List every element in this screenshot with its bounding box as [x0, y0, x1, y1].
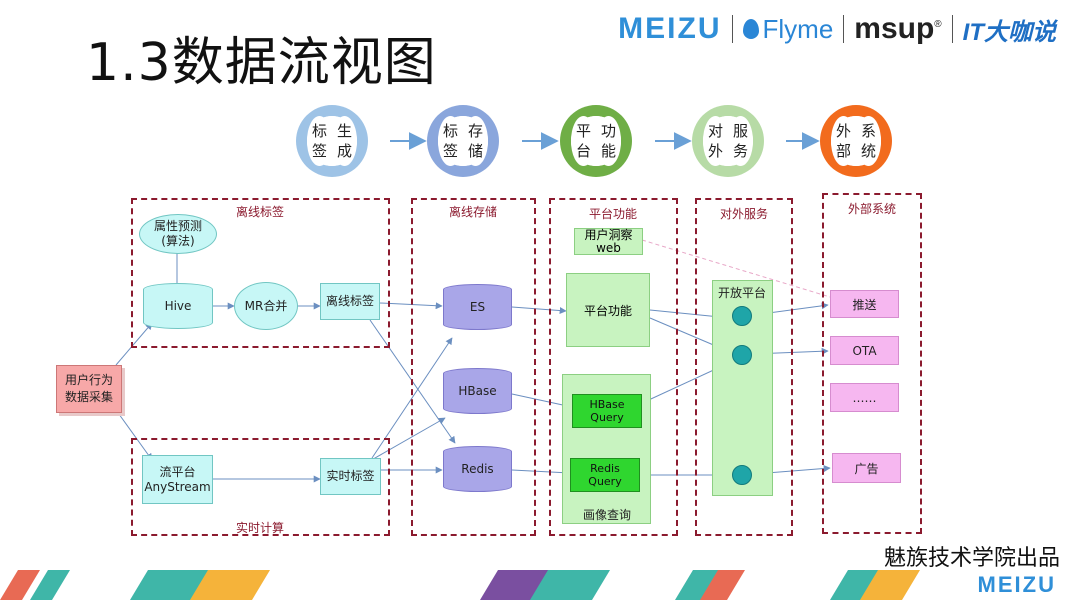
node-label: 用户行为 [64, 373, 113, 387]
platform-function-node: 平台功能 [566, 273, 650, 347]
node-label: Redis [590, 462, 620, 475]
section-title: 离线存储 [448, 205, 498, 219]
node-label: Query [590, 411, 624, 424]
stage-label: 系统 [856, 116, 881, 166]
page-title: 1.3数据流视图 [86, 33, 437, 93]
service-endpoint-dot [732, 345, 752, 365]
es-node: ES [443, 284, 512, 330]
section-title: 离线标签 [235, 205, 285, 219]
it-logo: IT大咖说 [962, 18, 1056, 46]
stripe [190, 570, 270, 600]
section-title: 平台功能 [588, 207, 638, 221]
offline-tag-node: 离线标签 [320, 283, 380, 320]
flyme-logo-text: Flyme [762, 13, 834, 44]
footer-decoration [0, 570, 920, 600]
hive-node: Hive [143, 283, 213, 329]
flow-arrow [511, 469, 571, 477]
node-label: Query [588, 475, 622, 488]
sponsor-logos: MEIZU Flyme msup® IT大咖说 [618, 12, 1056, 46]
realtime-tag-node: 实时标签 [320, 458, 381, 495]
flyme-drop-icon [742, 19, 759, 39]
stage-platform: 平台功能 [560, 105, 632, 177]
redis-node: Redis [443, 446, 512, 492]
footer-credit: 魅族技术学院出品 [883, 546, 1060, 571]
push-node: 推送 [830, 290, 899, 318]
stage-label: 功能 [596, 116, 621, 166]
dashed-link [641, 239, 831, 298]
section-platform [549, 198, 678, 536]
section-realtime [131, 438, 390, 536]
stage-label: 服务 [728, 116, 753, 166]
attr-predict-node: 属性预测(算法) [139, 214, 217, 254]
stripe [30, 570, 70, 600]
stripe [830, 570, 880, 600]
section-offline-storage [411, 198, 536, 536]
node-label: 属性预测 [153, 219, 202, 233]
stage-label: 存储 [463, 116, 488, 166]
flow-arrow [115, 322, 153, 366]
stripe [0, 570, 40, 600]
node-label: web [596, 240, 621, 255]
portrait-query-label: 画像查询 [583, 508, 632, 522]
stage-label: 生成 [332, 116, 357, 166]
section-offline-tags [131, 198, 390, 348]
section-title: 实时计算 [235, 521, 285, 535]
section-external-service [695, 198, 793, 536]
flow-arrow [115, 409, 153, 461]
mr-merge-node: MR合并 [234, 282, 298, 330]
node-label: (算法) [161, 234, 195, 248]
msup-logo-text: msup [854, 12, 935, 45]
section-title: 外部系统 [847, 202, 897, 216]
ads-node: 广告 [832, 453, 901, 483]
stripe [700, 570, 745, 600]
stripe [530, 570, 610, 600]
node-label: HBase [589, 398, 625, 411]
node-label: AnyStream [144, 479, 211, 494]
node-label: 数据采集 [64, 390, 113, 404]
ellipsis-node: …… [830, 383, 899, 412]
ota-node: OTA [830, 336, 899, 365]
stage-external-system: 外部系统 [820, 105, 892, 177]
hbase-node: HBase [443, 368, 512, 414]
section-title: 对外服务 [719, 207, 769, 221]
flow-arrow [511, 306, 567, 315]
logo-divider [843, 15, 845, 43]
stripe [860, 570, 920, 600]
stage-label: 外部 [831, 116, 856, 166]
registered-mark: ® [934, 19, 942, 30]
node-label: 流平台 [159, 464, 196, 479]
logo-divider [731, 15, 733, 43]
flow-arrow [367, 417, 446, 463]
stage-label: 标签 [307, 116, 332, 166]
stage-label: 对外 [703, 116, 728, 166]
service-endpoint-dot [732, 306, 752, 326]
stage-tag-storage: 标签存储 [427, 105, 499, 177]
flyme-logo: Flyme [742, 13, 834, 45]
open-platform-label: 开放平台 [718, 286, 767, 300]
meizu-logo: MEIZU [618, 12, 722, 45]
section-external-system [822, 193, 922, 534]
logo-divider [951, 15, 953, 43]
msup-logo: msup® [854, 12, 941, 46]
footer-meizu-logo: MEIZU [977, 572, 1056, 597]
service-endpoint-dot [732, 465, 752, 485]
stage-label: 标签 [438, 116, 463, 166]
stage-external-service: 对外服务 [692, 105, 764, 177]
user-behavior-node: 用户行为数据采集 [56, 365, 122, 413]
node-label: 用户洞察 [584, 227, 633, 242]
stage-label: 平台 [571, 116, 596, 166]
stripe [675, 570, 720, 600]
stage-tag-generation: 标签生成 [296, 105, 368, 177]
